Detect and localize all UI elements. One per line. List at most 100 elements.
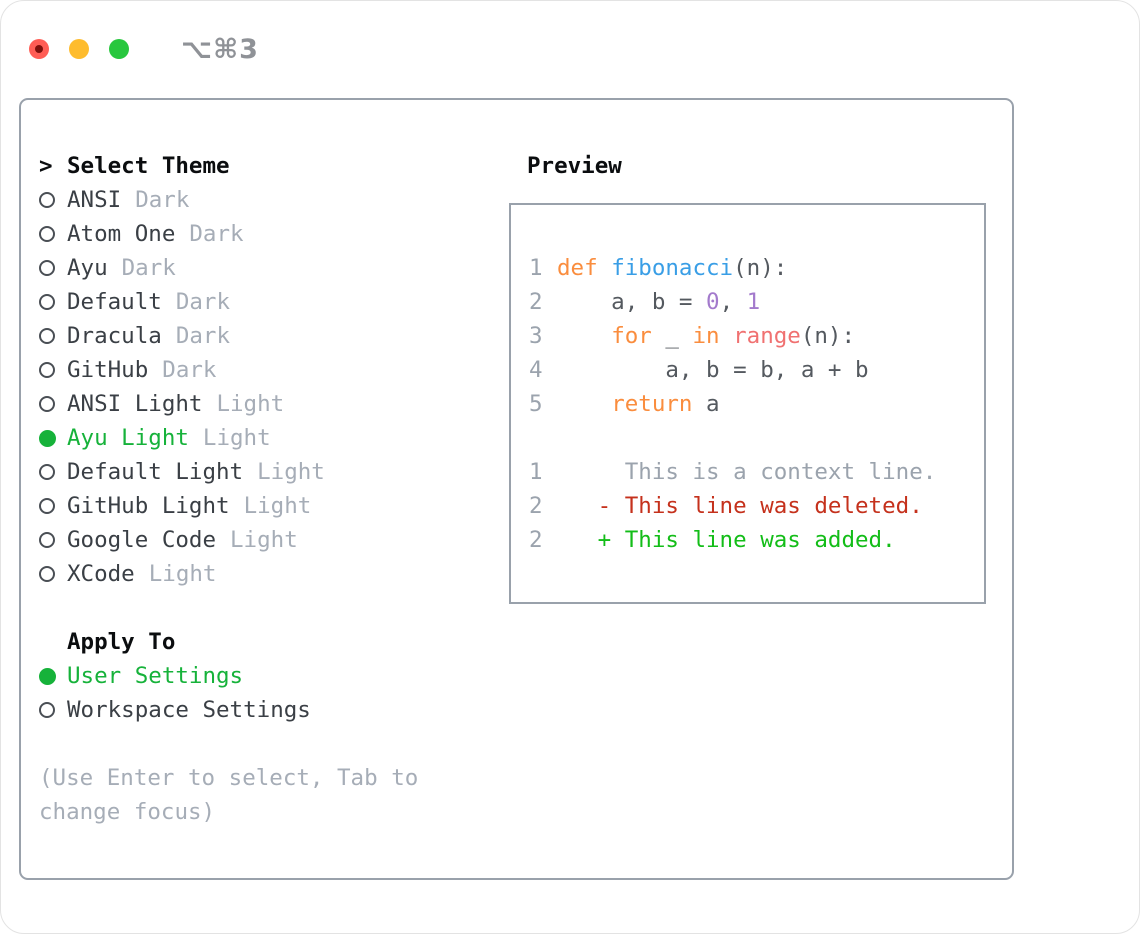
option-label: Default	[67, 289, 162, 315]
line-number: 4	[529, 357, 543, 383]
zoom-button[interactable]	[109, 39, 129, 59]
radio-icon	[39, 226, 55, 242]
option-label: Atom One	[67, 221, 176, 247]
token-context: This is a context line.	[557, 459, 937, 485]
radio-icon	[39, 464, 55, 480]
window-shortcut-label: ⌥⌘3	[181, 33, 259, 65]
apply-to-title: Apply To	[67, 629, 176, 655]
option-label: Ayu Light	[67, 425, 189, 451]
token-added: + This line was added.	[557, 527, 896, 553]
theme-option-atom-one[interactable]: Atom One Dark	[39, 217, 499, 251]
code-line: 2 + This line was added.	[529, 523, 984, 557]
token-keyword: in	[692, 323, 720, 349]
token-text	[557, 391, 611, 417]
token-text: (n):	[800, 323, 856, 349]
token-func: fibonacci	[611, 255, 734, 281]
prompt-icon: >	[39, 153, 53, 179]
token-text	[598, 255, 612, 281]
line-number: 2	[529, 527, 543, 553]
code-line: 2 - This line was deleted.	[529, 489, 984, 523]
apply-option-workspace-settings[interactable]: Workspace Settings	[39, 693, 499, 727]
theme-option-ayu-light[interactable]: Ayu Light Light	[39, 421, 499, 455]
radio-icon	[39, 498, 55, 514]
line-number: 2	[529, 289, 543, 315]
option-variant: Light	[216, 391, 285, 417]
token-text: a, b = b, a + b	[557, 357, 869, 383]
code-line	[529, 421, 984, 455]
select-theme-title: Select Theme	[67, 153, 230, 179]
close-dot-icon	[35, 45, 43, 53]
token-text: a	[692, 391, 720, 417]
radio-icon	[39, 328, 55, 344]
apply-option-user-settings[interactable]: User Settings	[39, 659, 499, 693]
option-label: User Settings	[67, 663, 244, 689]
theme-option-ansi-light[interactable]: ANSI Light Light	[39, 387, 499, 421]
radio-icon	[39, 260, 55, 276]
radio-icon	[39, 532, 55, 548]
theme-option-default-light[interactable]: Default Light Light	[39, 455, 499, 489]
theme-option-ayu[interactable]: Ayu Dark	[39, 251, 499, 285]
option-variant: Light	[202, 425, 271, 451]
radio-icon	[39, 362, 55, 378]
section-spacer	[39, 591, 499, 625]
theme-option-xcode[interactable]: XCode Light	[39, 557, 499, 591]
radio-icon	[39, 294, 55, 310]
token-text: a, b =	[557, 289, 707, 315]
close-button[interactable]	[29, 39, 49, 59]
code-line: 1 This is a context line.	[529, 455, 984, 489]
line-number: 1	[529, 255, 543, 281]
token-text: ,	[719, 289, 747, 315]
token-keyword: for	[611, 323, 652, 349]
token-keyword: return	[611, 391, 693, 417]
apply-to-header: Apply To	[39, 625, 499, 659]
token-text: _	[651, 323, 693, 349]
option-variant: Dark	[189, 221, 244, 247]
option-variant: Light	[243, 493, 312, 519]
help-text: (Use Enter to select, Tab to change focu…	[39, 765, 419, 825]
option-variant: Light	[230, 527, 298, 553]
option-variant: Dark	[175, 323, 231, 349]
radio-icon	[39, 192, 55, 208]
option-label: Workspace Settings	[67, 697, 311, 723]
option-label: XCode	[67, 561, 135, 587]
token-text: (n):	[733, 255, 788, 281]
option-variant: Light	[148, 561, 217, 587]
radio-selected-icon	[39, 429, 56, 447]
preview-title: Preview	[527, 153, 622, 179]
radio-icon	[39, 702, 55, 718]
token-number: 0	[706, 289, 720, 315]
token-call: range	[733, 323, 801, 349]
option-label: ANSI Light	[67, 391, 203, 417]
token-deleted: - This line was deleted.	[557, 493, 923, 519]
option-label: Default Light	[67, 459, 244, 485]
token-text	[557, 323, 611, 349]
theme-option-dracula[interactable]: Dracula Dark	[39, 319, 499, 353]
option-label: Ayu	[67, 255, 108, 281]
option-variant: Dark	[162, 357, 217, 383]
option-variant: Dark	[135, 187, 190, 213]
code-line: 2 a, b = 0, 1	[529, 285, 984, 319]
select-theme-header: > Select Theme	[39, 149, 499, 183]
radio-icon	[39, 396, 55, 412]
option-label: Dracula	[67, 323, 162, 349]
token-text	[720, 323, 734, 349]
option-variant: Light	[257, 459, 325, 485]
token-number: 1	[746, 289, 761, 315]
line-number: 2	[529, 493, 543, 519]
code-line: 4 a, b = b, a + b	[529, 353, 984, 387]
option-variant: Dark	[121, 255, 176, 281]
minimize-button[interactable]	[69, 39, 89, 59]
